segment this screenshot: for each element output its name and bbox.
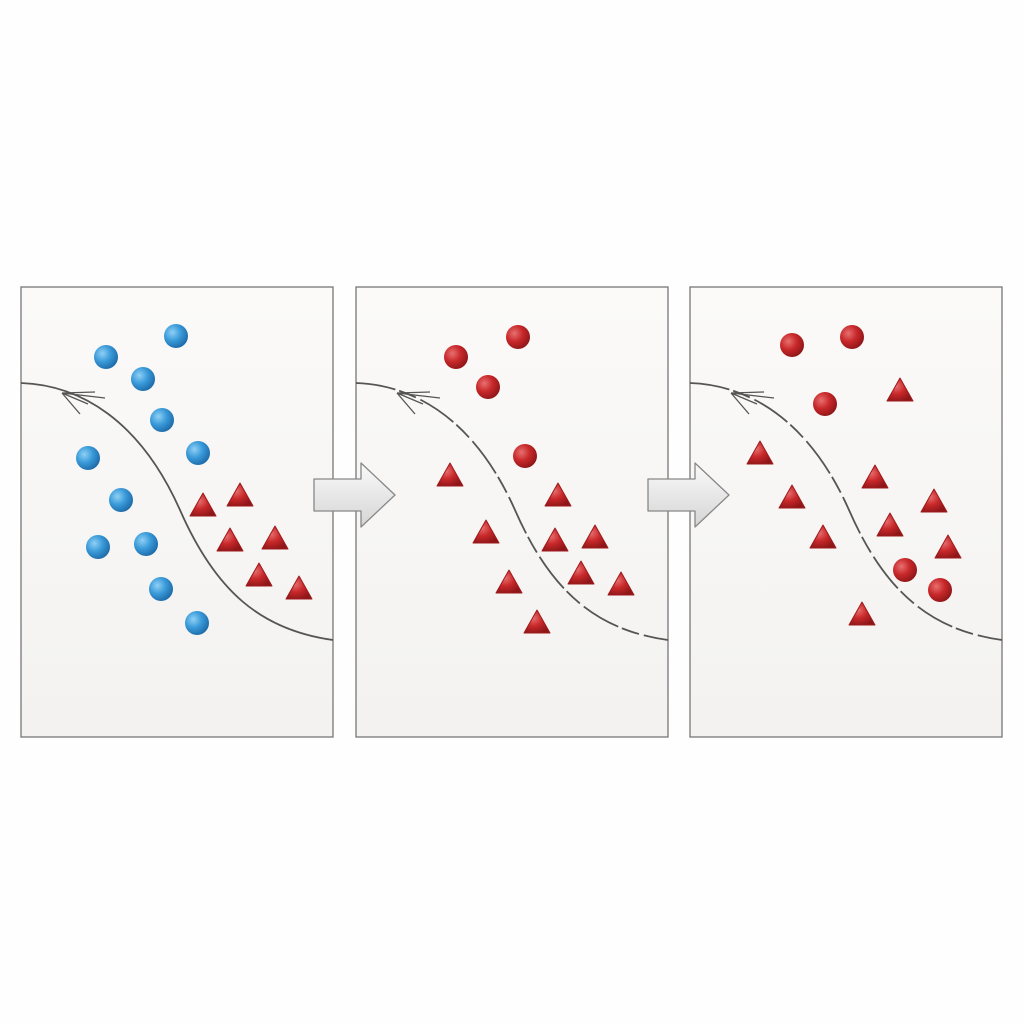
- triangle-marker: [746, 440, 774, 465]
- circle-marker: [185, 611, 209, 635]
- triangle-marker: [886, 377, 914, 402]
- triangle-marker: [809, 524, 837, 549]
- curve-branch-icon: [396, 391, 441, 415]
- circle-marker: [149, 577, 173, 601]
- panel-frame: [20, 286, 334, 738]
- circle-marker: [164, 324, 188, 348]
- triangle-marker: [934, 534, 962, 559]
- triangle-marker: [544, 482, 572, 507]
- circle-marker: [476, 375, 500, 399]
- circle-marker: [109, 488, 133, 512]
- panel-before: [20, 286, 334, 738]
- triangle-marker: [567, 560, 595, 585]
- circle-marker: [513, 444, 537, 468]
- triangle-marker: [581, 524, 609, 549]
- triangle-marker: [876, 512, 904, 537]
- circle-marker: [928, 578, 952, 602]
- circle-marker: [506, 325, 530, 349]
- panel-frame: [689, 286, 1003, 738]
- circle-marker: [86, 535, 110, 559]
- triangle-marker: [226, 482, 254, 507]
- circle-marker: [840, 325, 864, 349]
- triangle-marker: [245, 562, 273, 587]
- triangle-marker: [778, 484, 806, 509]
- circle-marker: [186, 441, 210, 465]
- circle-marker: [76, 446, 100, 470]
- circle-marker: [150, 408, 174, 432]
- triangle-marker: [861, 464, 889, 489]
- circle-marker: [813, 392, 837, 416]
- triangle-marker: [436, 462, 464, 487]
- triangle-marker: [920, 488, 948, 513]
- transition-arrow-icon-1: [313, 462, 396, 528]
- circle-marker: [131, 367, 155, 391]
- circle-marker: [780, 333, 804, 357]
- triangle-marker: [285, 575, 313, 600]
- triangle-marker: [495, 569, 523, 594]
- panel-middle: [355, 286, 669, 738]
- triangle-marker: [472, 519, 500, 544]
- panel-frame: [355, 286, 669, 738]
- circle-marker: [94, 345, 118, 369]
- curve-branch-icon: [61, 391, 106, 415]
- triangle-marker: [216, 527, 244, 552]
- triangle-marker: [848, 601, 876, 626]
- triangle-marker: [189, 492, 217, 517]
- triangle-marker: [541, 527, 569, 552]
- triangle-marker: [607, 571, 635, 596]
- triangle-marker: [523, 609, 551, 634]
- circle-marker: [444, 345, 468, 369]
- curve-branch-icon: [730, 391, 775, 415]
- panel-after: [689, 286, 1003, 738]
- circle-marker: [893, 558, 917, 582]
- transition-arrow-icon-2: [647, 462, 730, 528]
- triangle-marker: [261, 525, 289, 550]
- circle-marker: [134, 532, 158, 556]
